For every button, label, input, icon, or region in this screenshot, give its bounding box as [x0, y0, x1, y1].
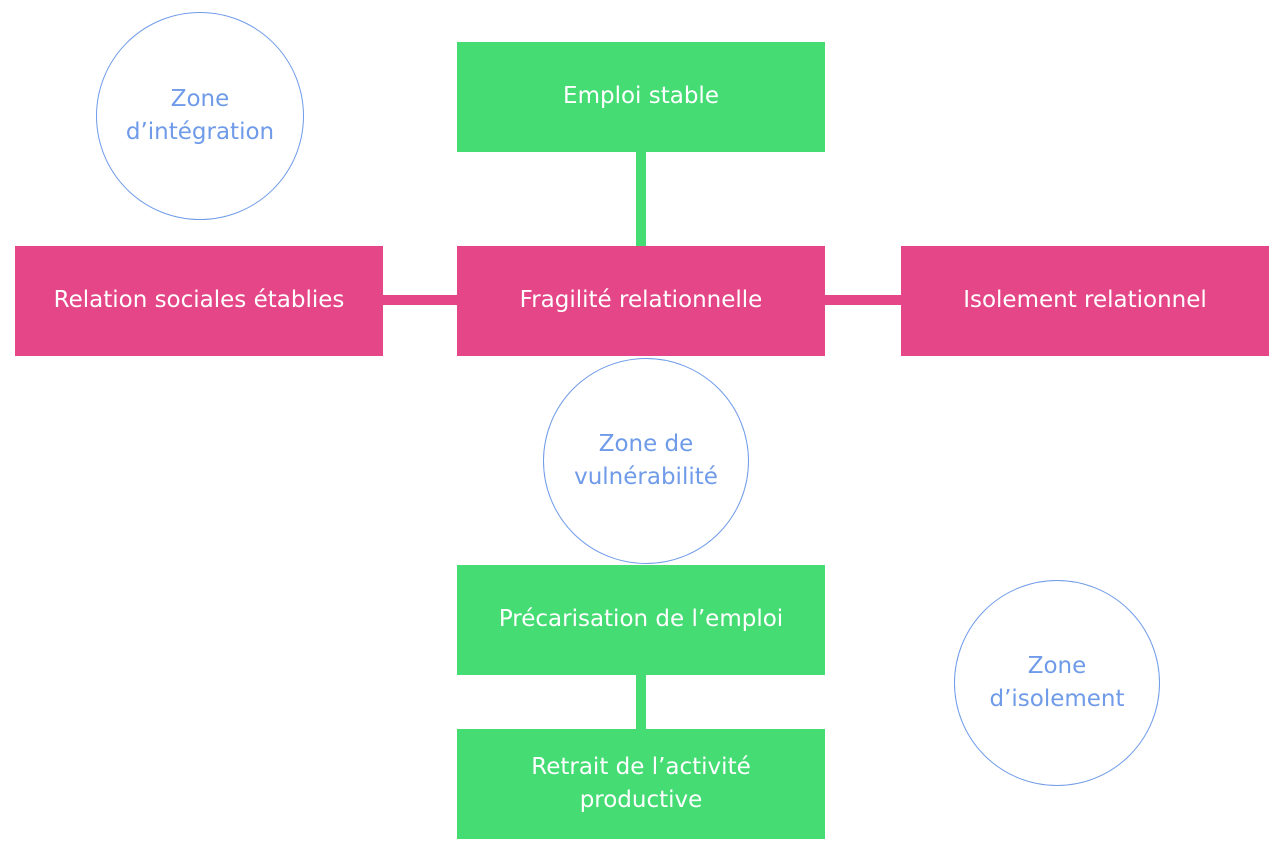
box-isolement-relationnel: Isolement relationnel	[901, 246, 1269, 356]
box-isolement-label: Isolement relationnel	[963, 287, 1207, 314]
zone-integration-label-line1: Zone	[170, 85, 230, 112]
box-precarisation-emploi: Précarisation de l’emploi	[457, 565, 825, 675]
connector-precarisation-retrait	[636, 673, 646, 731]
box-relations-sociales-etablies: Relation sociales établies	[15, 246, 383, 356]
box-relations-label: Relation sociales établies	[53, 287, 345, 314]
zone-vulnerabilite-circle: Zone de vulnérabilité	[543, 358, 749, 564]
zone-integration-circle: Zone d’intégration	[96, 12, 304, 220]
box-retrait-activite: Retrait de l’activité productive	[457, 729, 825, 839]
box-fragilite-label: Fragilité relationnelle	[519, 287, 763, 314]
box-fragilite-relationnelle: Fragilité relationnelle	[457, 246, 825, 356]
zone-isolement-circle: Zone d’isolement	[954, 580, 1160, 786]
connector-relations-fragilite	[382, 295, 459, 305]
box-emploi-stable-label: Emploi stable	[563, 83, 719, 110]
zone-vulnerabilite-label-line1: Zone de	[598, 430, 694, 457]
connector-emploi-fragilite	[636, 150, 646, 248]
box-emploi-stable: Emploi stable	[457, 42, 825, 152]
connector-fragilite-isolement	[823, 295, 903, 305]
box-retrait-label-line2: productive	[579, 787, 703, 813]
box-precarisation-label: Précarisation de l’emploi	[498, 606, 784, 633]
zone-vulnerabilite-label-line2: vulnérabilité	[574, 464, 718, 490]
zone-integration-label-line2: d’intégration	[125, 119, 275, 145]
box-retrait-label-line1: Retrait de l’activité	[531, 753, 751, 780]
zone-isolement-label-line2: d’isolement	[989, 686, 1125, 712]
zone-isolement-label-line1: Zone	[1027, 652, 1087, 679]
